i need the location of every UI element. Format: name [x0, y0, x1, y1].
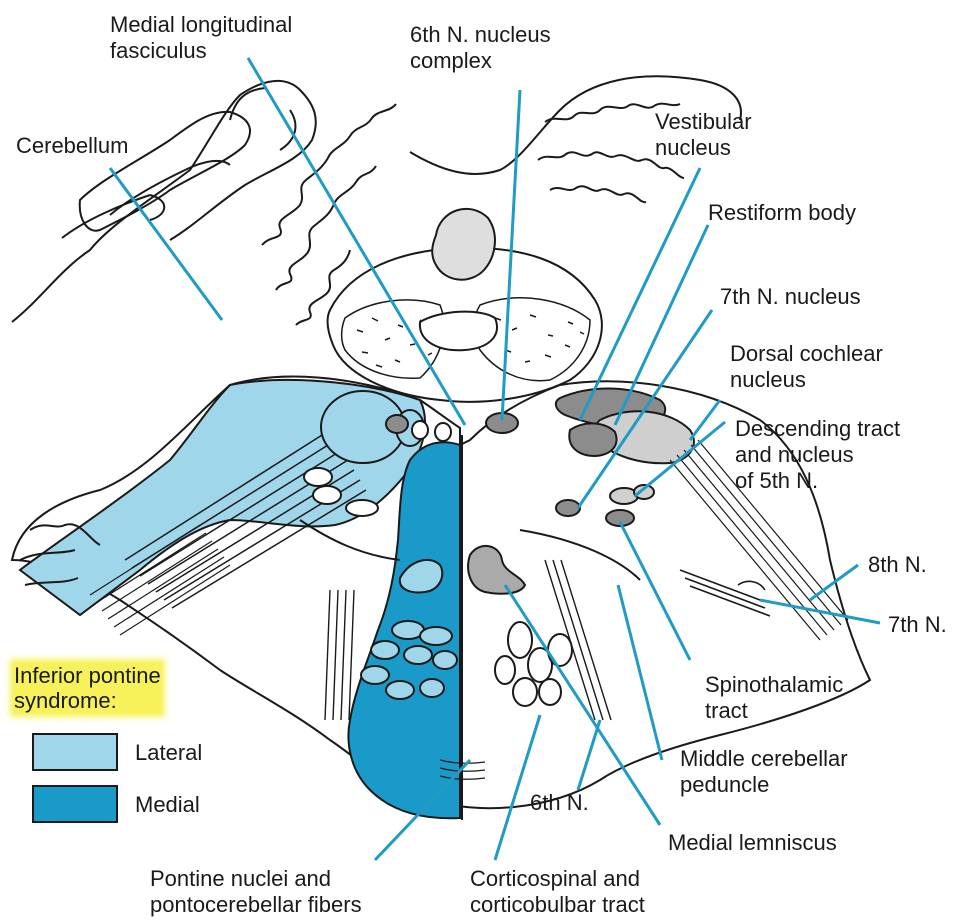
legend-medial-label: Medial	[135, 792, 200, 818]
lateral-fiber-1	[304, 468, 332, 486]
label-descending-tract: Descending tract and nucleus of 5th N.	[735, 416, 900, 494]
area-postrema	[432, 209, 495, 280]
label-7th-n: 7th N.	[888, 612, 947, 638]
sixth-nucleus-left	[386, 415, 408, 433]
label-spinothalamic-tract: Spinothalamic tract	[705, 672, 843, 724]
label-medial-longitudinal-fasciculus: Medial longitudinal fasciculus	[110, 12, 292, 64]
label-corticospinal-tract: Corticospinal and corticobulbar tract	[470, 866, 645, 918]
label-dorsal-cochlear-nucleus: Dorsal cochlear nucleus	[730, 341, 883, 393]
label-medial-lemniscus: Medial lemniscus	[668, 830, 837, 856]
label-cerebellum: Cerebellum	[16, 133, 129, 159]
legend-lateral-swatch	[32, 733, 118, 771]
label-restiform-body: Restiform body	[708, 200, 856, 226]
central-oval	[420, 312, 497, 351]
legend-title: Inferior pontine syndrome:	[14, 663, 161, 713]
label-pontine-nuclei: Pontine nuclei and pontocerebellar fiber…	[150, 866, 362, 918]
label-7th-nucleus: 7th N. nucleus	[720, 284, 861, 310]
legend-medial-swatch	[32, 785, 118, 823]
mlf-left	[412, 421, 428, 439]
label-vestibular-nucleus: Vestibular nucleus	[655, 109, 752, 161]
label-middle-cerebellar-peduncle: Middle cerebellar peduncle	[680, 746, 848, 798]
lateral-fiber-2	[313, 486, 341, 504]
legend-lateral-label: Lateral	[135, 740, 202, 766]
dorsal-cochlear-region	[569, 423, 616, 456]
label-8th-n: 8th N.	[868, 552, 927, 578]
label-6th-n: 6th N.	[530, 790, 589, 816]
mlf-right	[435, 423, 451, 441]
seventh-nucleus	[556, 500, 580, 516]
label-6th-nucleus-complex: 6th N. nucleus complex	[410, 22, 551, 74]
lateral-fiber-3	[346, 500, 378, 516]
cerebellum-outline	[12, 81, 316, 322]
